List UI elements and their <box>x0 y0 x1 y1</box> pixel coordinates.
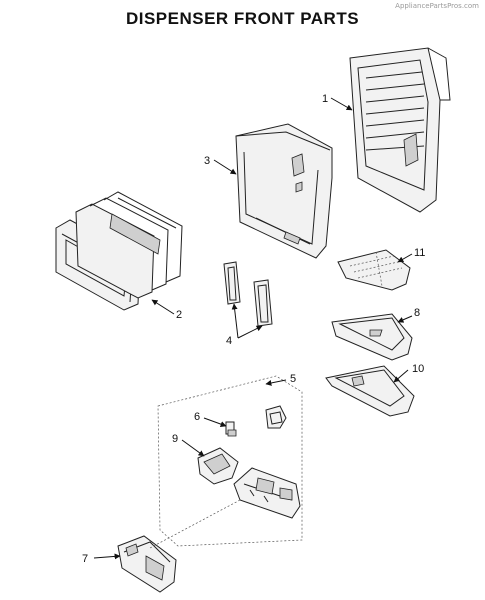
part-9-lamp-housing <box>197 447 239 485</box>
part-5-control-board <box>233 467 301 519</box>
part-10-base-tray <box>325 365 415 417</box>
part-8-drip-tray <box>331 313 413 361</box>
part-4-diffuser-panels <box>223 261 273 327</box>
diagram-title: DISPENSER FRONT PARTS <box>125 9 360 28</box>
part-7-paddle-assembly <box>117 535 177 593</box>
part-2-control-panel <box>55 191 183 311</box>
part-11-drip-grille <box>337 249 411 291</box>
callout-8: 8 <box>414 307 420 319</box>
callout-9: 9 <box>172 433 178 445</box>
part-7-wire-dashed <box>149 499 241 549</box>
watermark: AppliancePartsPros.com <box>395 2 479 10</box>
part-6-switch <box>225 421 237 437</box>
callout-leaders <box>93 97 413 560</box>
callout-3: 3 <box>204 155 210 167</box>
callout-7: 7 <box>82 553 88 565</box>
callout-1: 1 <box>322 93 328 105</box>
callout-11: 11 <box>414 247 425 259</box>
part-3-chute-housing <box>235 123 333 259</box>
callout-4: 4 <box>226 335 232 347</box>
callout-10: 10 <box>412 363 424 375</box>
callout-5: 5 <box>290 373 296 385</box>
callout-6: 6 <box>194 411 200 423</box>
callout-2: 2 <box>176 309 182 321</box>
part-1-dispenser-housing <box>349 47 451 213</box>
part-5-actuator <box>265 405 287 429</box>
part-5-group-outline <box>157 375 303 547</box>
